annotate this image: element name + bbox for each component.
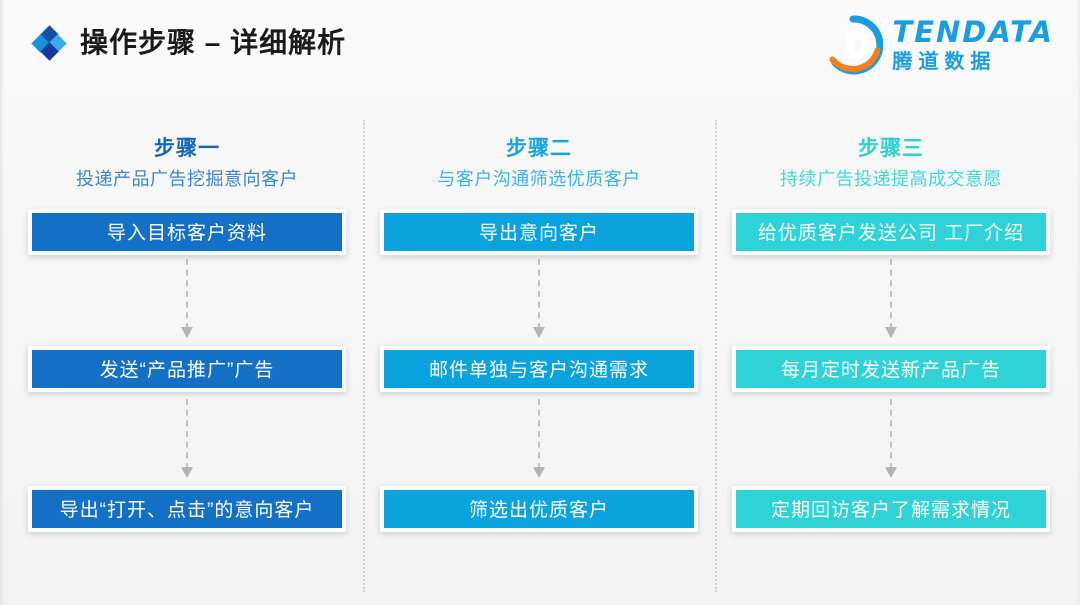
step-column-1: 步骤一 投递产品广告挖掘意向客户 导入目标客户资料 发送“产品推广”广告 导出“… xyxy=(11,104,363,605)
flow-arrow-icon xyxy=(885,398,897,482)
page-title: 操作步骤 – 详细解析 xyxy=(80,27,347,58)
flow-arrow-icon xyxy=(181,398,193,482)
tendata-logo: TENDATA 腾道数据 xyxy=(823,14,1054,76)
step-box[interactable]: 导出意向客户 xyxy=(380,208,698,255)
step-column-2-label: 步骤二 xyxy=(506,137,572,160)
step-column-3-boxes: 给优质客户发送公司 工厂介绍 每月定时发送新产品广告 定期回访客户了解需求情况 xyxy=(715,208,1067,579)
step-column-2-subtitle: 与客户沟通筛选优质客户 xyxy=(437,169,641,190)
flow-arrow-icon xyxy=(181,258,193,342)
slide-header: 操作步骤 – 详细解析 TENDATA 腾道数据 xyxy=(0,0,1080,104)
logo-name-en: TENDATA xyxy=(892,15,1054,49)
step-column-2-header: 步骤二 与客户沟通筛选优质客户 xyxy=(363,104,715,191)
step-box[interactable]: 导出“打开、点击”的意向客户 xyxy=(28,485,346,532)
step-box[interactable]: 发送“产品推广”广告 xyxy=(28,345,346,392)
step-column-2: 步骤二 与客户沟通筛选优质客户 导出意向客户 邮件单独与客户沟通需求 筛选出优质… xyxy=(363,104,715,605)
step-column-3-header: 步骤三 持续广告投递提高成交意愿 xyxy=(715,104,1067,191)
steps-diagram: 步骤一 投递产品广告挖掘意向客户 导入目标客户资料 发送“产品推广”广告 导出“… xyxy=(0,104,1080,605)
diamond-icon xyxy=(31,25,67,61)
step-box[interactable]: 导入目标客户资料 xyxy=(28,208,346,255)
step-column-1-header: 步骤一 投递产品广告挖掘意向客户 xyxy=(11,104,363,191)
step-box[interactable]: 定期回访客户了解需求情况 xyxy=(732,485,1050,532)
step-box[interactable]: 每月定时发送新产品广告 xyxy=(732,345,1050,392)
logo-wordmark: TENDATA 腾道数据 xyxy=(892,15,1054,73)
flow-arrow-icon xyxy=(533,258,545,342)
step-column-1-boxes: 导入目标客户资料 发送“产品推广”广告 导出“打开、点击”的意向客户 xyxy=(11,208,363,579)
column-divider-1 xyxy=(363,120,365,592)
title-group: 操作步骤 – 详细解析 xyxy=(31,25,347,61)
step-column-3-label: 步骤三 xyxy=(858,137,924,160)
step-box[interactable]: 给优质客户发送公司 工厂介绍 xyxy=(732,208,1050,255)
column-divider-2 xyxy=(715,120,717,592)
step-column-1-subtitle: 投递产品广告挖掘意向客户 xyxy=(76,169,298,190)
logo-name-cn: 腾道数据 xyxy=(892,51,997,73)
step-column-3: 步骤三 持续广告投递提高成交意愿 给优质客户发送公司 工厂介绍 每月定时发送新产… xyxy=(715,104,1067,605)
flow-arrow-icon xyxy=(533,398,545,482)
step-column-2-boxes: 导出意向客户 邮件单独与客户沟通需求 筛选出优质客户 xyxy=(363,208,715,579)
tendata-d-logo-icon xyxy=(823,15,884,75)
step-box[interactable]: 筛选出优质客户 xyxy=(380,485,698,532)
step-box[interactable]: 邮件单独与客户沟通需求 xyxy=(380,345,698,392)
flow-arrow-icon xyxy=(885,258,897,342)
step-column-3-subtitle: 持续广告投递提高成交意愿 xyxy=(780,169,1002,190)
step-column-1-label: 步骤一 xyxy=(154,137,220,160)
